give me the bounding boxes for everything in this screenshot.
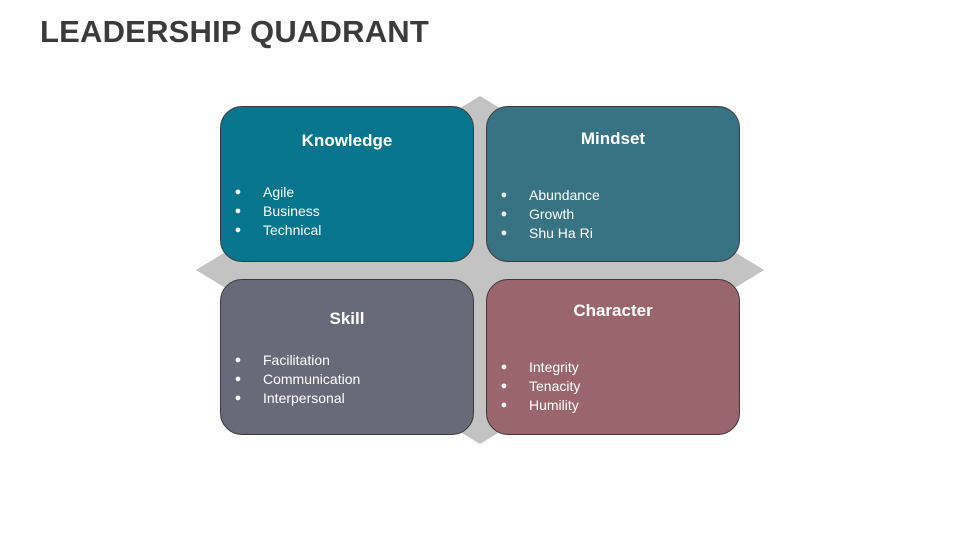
bullet-icon: ● xyxy=(500,399,508,411)
list-item: ● Shu Ha Ri xyxy=(499,224,600,243)
bullet-icon: ● xyxy=(500,380,508,392)
quadrant-mindset: Mindset ● Abundance ● Growth ● Shu Ha Ri xyxy=(486,106,740,262)
list-item: ● Agile xyxy=(233,183,321,202)
list-item: ● Technical xyxy=(233,221,322,240)
quadrant-list: ● Facilitation ● Communication ● Interperso… xyxy=(233,351,361,408)
list-item-label: Agile xyxy=(263,184,295,200)
list-item: ● Interpersonal xyxy=(233,389,360,408)
list-item: ● Integrity xyxy=(499,358,580,377)
list-item: ● Communication xyxy=(233,370,361,389)
bullet-icon: ● xyxy=(234,354,242,366)
quadrant-character: Character ● Integrity ● Tenacity ● Humility xyxy=(486,279,740,435)
list-item-label: Facilitation xyxy=(263,352,330,368)
quadrant-title: Character xyxy=(573,301,653,320)
list-item: ● Growth xyxy=(499,205,600,224)
bullet-icon: ● xyxy=(234,224,242,236)
list-item-label: Abundance xyxy=(529,187,600,203)
slide-title: LEADERSHIP QUADRANT xyxy=(40,14,430,49)
list-item: ● Facilitation xyxy=(233,351,360,370)
bullet-icon: ● xyxy=(234,392,242,404)
quadrant-title: Mindset xyxy=(580,129,646,148)
list-item: ● Humility xyxy=(499,396,580,415)
list-item-label: Humility xyxy=(529,397,579,413)
bullet-icon: ● xyxy=(234,373,242,385)
bullet-icon: ● xyxy=(500,227,508,239)
list-item-label: Shu Ha Ri xyxy=(529,225,593,241)
list-item-label: Business xyxy=(263,203,320,219)
list-item: ● Tenacity xyxy=(499,377,581,396)
list-item: ● Business xyxy=(233,202,321,221)
list-item-label: Tenacity xyxy=(529,378,581,394)
bullet-icon: ● xyxy=(500,189,508,201)
quadrant-knowledge: Knowledge ● Agile ● Business ● Technical xyxy=(220,106,474,262)
list-item-label: Growth xyxy=(529,206,575,222)
list-item: ● Abundance xyxy=(499,186,600,205)
quadrant-list: ● Abundance ● Growth ● Shu Ha Ri xyxy=(499,186,600,243)
list-item-label: Interpersonal xyxy=(263,390,345,406)
quadrant-title: Knowledge xyxy=(301,131,393,150)
bullet-icon: ● xyxy=(500,361,508,373)
quadrant-skill: Skill ● Facilitation ● Communication ● Inte… xyxy=(220,279,474,435)
quadrant-list: ● Agile ● Business ● Technical xyxy=(233,183,322,240)
bullet-icon: ● xyxy=(234,186,242,198)
list-item-label: Technical xyxy=(263,222,322,238)
list-item-label: Integrity xyxy=(529,359,579,375)
quadrant-title: Skill xyxy=(329,309,365,328)
bullet-icon: ● xyxy=(500,208,508,220)
bullet-icon: ● xyxy=(234,205,242,217)
quadrant-list: ● Integrity ● Tenacity ● Humility xyxy=(499,358,581,415)
list-item-label: Communication xyxy=(263,371,361,387)
